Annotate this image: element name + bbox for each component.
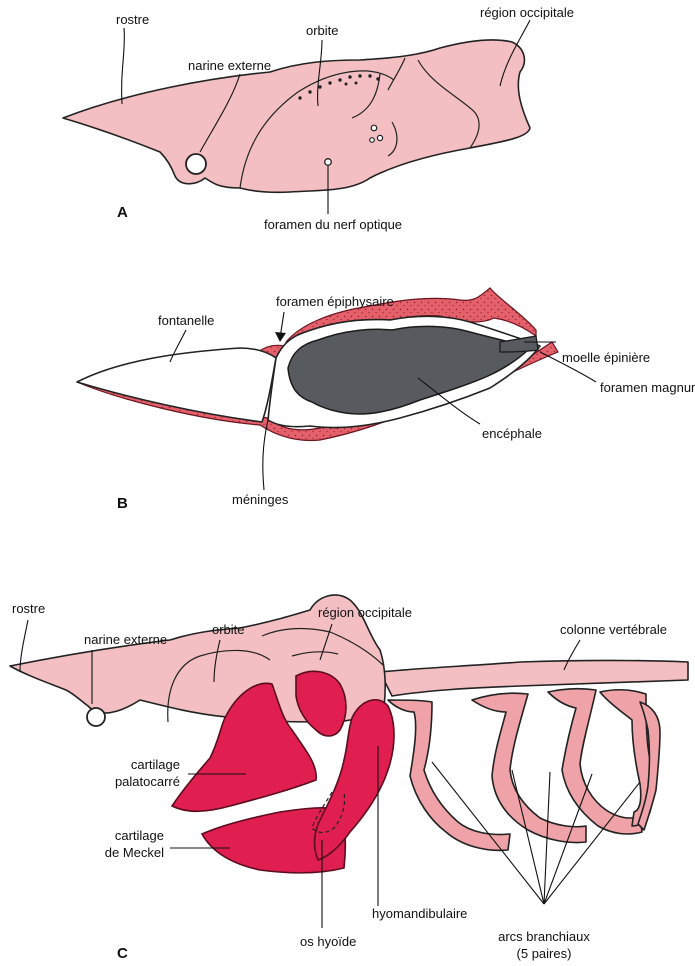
label-meninges-b: méninges — [232, 492, 289, 507]
label-foramen-epiphysaire-b: foramen épiphysaire — [276, 294, 394, 309]
label-palatocarre-2-c: palatocarré — [115, 774, 180, 789]
brain-b — [288, 326, 530, 414]
label-meckel-2-c: de Meckel — [105, 845, 164, 860]
panel-letter-b: B — [117, 495, 128, 512]
label-foramen-magnum-b: foramen magnum — [600, 380, 695, 395]
label-rostre-a: rostre — [116, 12, 149, 27]
label-narine-a: narine externe — [188, 58, 271, 73]
label-fontanelle-b: fontanelle — [158, 313, 214, 328]
small-foramen-a1 — [371, 125, 377, 131]
leader-rostre-a — [122, 28, 125, 104]
label-orbite-a: orbite — [306, 23, 339, 38]
label-optique-a: foramen du nerf optique — [264, 217, 402, 232]
label-occipital-c: région occipitale — [318, 605, 412, 620]
label-moelle-b: moelle épinière — [562, 350, 650, 365]
label-occipital-a: région occipitale — [480, 5, 574, 20]
skull-outline-a — [63, 40, 530, 192]
panel-c: rostre narine externe orbite région occi… — [10, 595, 688, 962]
label-arcs-1-c: arcs branchiaux — [498, 929, 590, 944]
hyomandibular-c — [296, 671, 346, 736]
label-palatocarre-1-c: cartilage — [131, 757, 180, 772]
label-encephale-b: encéphale — [482, 426, 542, 441]
panel-letter-a: A — [117, 204, 128, 221]
label-arcs-2-c: (5 paires) — [517, 946, 572, 961]
panel-letter-c: C — [117, 945, 128, 962]
label-meckel-1-c: cartilage — [115, 828, 164, 843]
leader-meninges-b — [263, 420, 268, 490]
label-os-hyoide-c: os hyoïde — [300, 934, 356, 949]
vertebral-column-c — [380, 661, 688, 697]
nostril-a — [186, 154, 206, 174]
label-colonne-c: colonne vertébrale — [560, 622, 667, 637]
arrowhead-epiphysaire-b — [275, 332, 286, 342]
optic-foramen-a — [325, 159, 332, 166]
panel-b: fontanelle foramen épiphysaire moelle ép… — [77, 288, 695, 512]
nostril-c — [87, 708, 105, 726]
panel-a: rostre narine externe orbite région occi… — [63, 5, 574, 232]
small-foramen-a2 — [377, 135, 382, 140]
label-rostre-c: rostre — [12, 601, 45, 616]
small-foramen-a3 — [370, 138, 375, 143]
label-narine-c: narine externe — [84, 632, 167, 647]
label-orbite-c: orbite — [212, 622, 245, 637]
label-hyomandibulaire-c: hyomandibulaire — [372, 906, 467, 921]
